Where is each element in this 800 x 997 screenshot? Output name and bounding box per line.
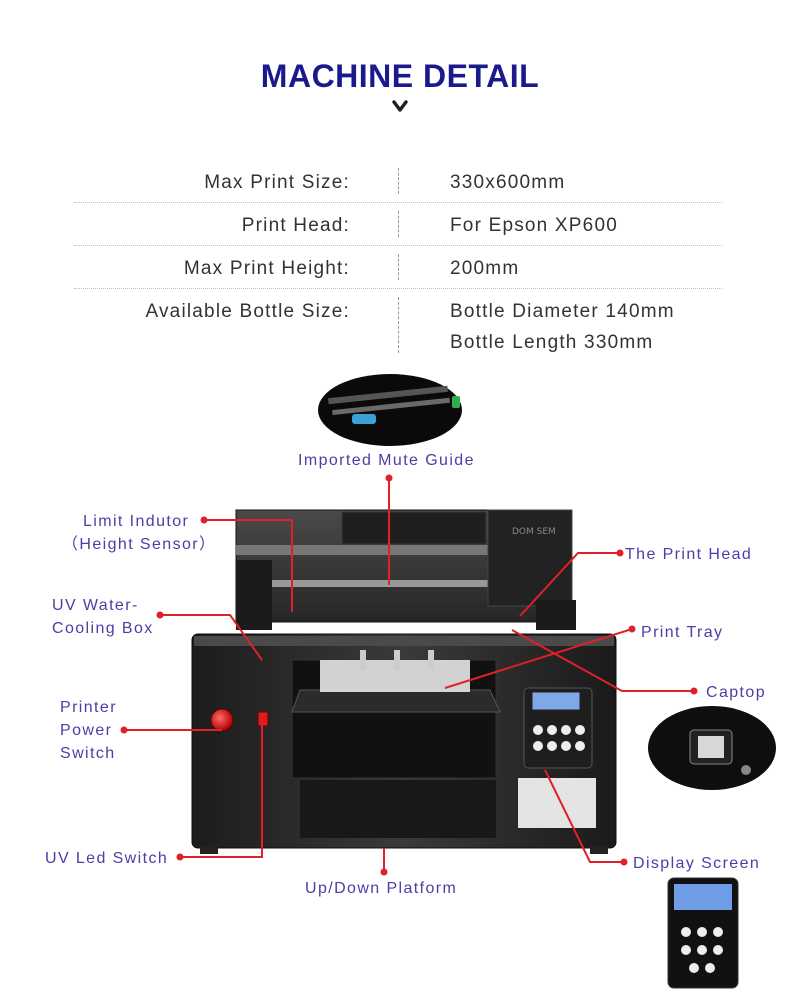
head-brand-text: DOM SEM (512, 527, 556, 537)
page-title: MACHINE DETAIL (260, 58, 540, 94)
leader-lines (124, 478, 694, 872)
callout-display-screen: Display Screen (633, 855, 761, 872)
callout-imported-mute-guide: Imported Mute Guide (298, 452, 475, 469)
control-panel (523, 687, 593, 769)
spec-row-bottle-size: Available Bottle Size: Bottle Diameter 1… (74, 289, 722, 361)
callout-limit-inductor: Limit Indutor (83, 513, 190, 530)
spec-table: Max Print Size: 330x600mm Print Head: Fo… (74, 160, 722, 361)
spec-key: Available Bottle Size: (145, 301, 350, 322)
spec-row-max-print-height: Max Print Height: 200mm (74, 246, 722, 289)
spec-row-print-head: Print Head: For Epson XP600 (74, 203, 722, 246)
callout-uv-water-line1: UV Water- (52, 597, 139, 614)
spec-value: 330x600mm (450, 172, 566, 193)
spec-value: For Epson XP600 (450, 215, 618, 236)
callout-uv-led-switch: UV Led Switch (45, 850, 169, 867)
captop-zoom-image (648, 706, 776, 790)
callout-power-line1: Printer (60, 699, 117, 716)
printer-body (191, 633, 617, 854)
spec-key: Max Print Size: (204, 172, 350, 193)
spec-key: Print Head: (241, 215, 350, 236)
callout-height-sensor: （Height Sensor） (62, 536, 217, 553)
callout-uv-water-line2: Cooling Box (52, 620, 154, 637)
callout-power-line2: Power (60, 722, 113, 739)
guide-zoom-image (318, 374, 462, 446)
callout-print-head: The Print Head (625, 546, 753, 563)
spec-value: Bottle Length 330mm (450, 332, 654, 353)
spec-row-max-print-size: Max Print Size: 330x600mm (74, 160, 722, 203)
spec-key: Max Print Height: (183, 258, 350, 279)
display-zoom-image (667, 877, 739, 989)
callout-captop: Captop (706, 684, 766, 701)
spec-value: Bottle Diameter 140mm (450, 301, 675, 322)
chevron-down-icon (392, 100, 408, 112)
callout-up-down-platform: Up/Down Platform (305, 880, 458, 897)
spec-value: 200mm (450, 258, 520, 279)
power-button-icon (210, 708, 234, 732)
callout-print-tray: Print Tray (641, 624, 724, 641)
leader-dots (120, 474, 698, 876)
callout-power-line3: Switch (60, 745, 116, 762)
